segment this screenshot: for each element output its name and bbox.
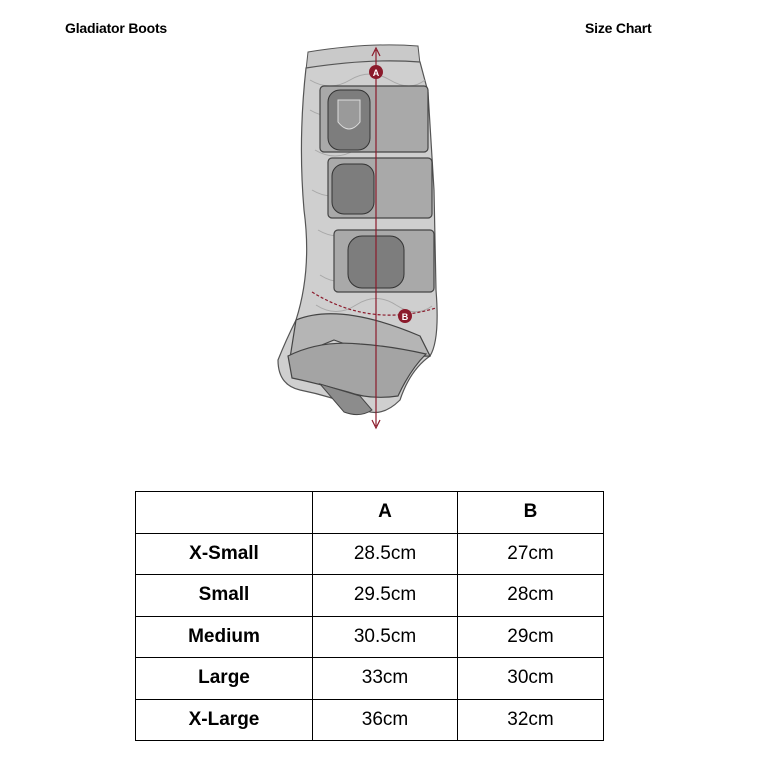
measure-a-value: 29.5cm (312, 574, 458, 617)
strap-2-tab (331, 163, 375, 215)
table-row: Large 33cm 30cm (135, 657, 604, 700)
measure-b-value: 30cm (457, 657, 604, 700)
chart-title: Size Chart (585, 20, 652, 36)
boot-diagram: A B (277, 44, 438, 430)
table-row: X-Large 36cm 32cm (135, 698, 604, 741)
measure-a-value: 28.5cm (312, 532, 458, 575)
size-label: Small (135, 574, 313, 617)
measure-a-value: 30.5cm (312, 615, 458, 658)
column-header-b: B (457, 491, 604, 534)
measure-a-label: A (373, 68, 380, 78)
measure-b-value: 27cm (457, 532, 604, 575)
measure-b-value: 28cm (457, 574, 604, 617)
measure-b-label: B (402, 312, 409, 322)
table-row: Small 29.5cm 28cm (135, 574, 604, 617)
measure-a-arrow-bottom (371, 419, 381, 430)
size-table: A B X-Small 28.5cm 27cm Small 29.5cm 28c… (135, 491, 604, 741)
shield-icon (337, 99, 361, 130)
size-label: Large (135, 657, 313, 700)
table-row: X-Small 28.5cm 27cm (135, 532, 604, 575)
measure-b-badge (398, 309, 412, 323)
column-header-a: A (312, 491, 458, 534)
heel-wrap (318, 383, 373, 416)
table-row: Medium 30.5cm 29cm (135, 615, 604, 658)
size-label: X-Small (135, 532, 313, 575)
size-label: Medium (135, 615, 313, 658)
table-corner-cell (135, 491, 313, 534)
measure-a-value: 33cm (312, 657, 458, 700)
table-header-row: A B (135, 491, 604, 534)
product-title: Gladiator Boots (65, 20, 168, 36)
size-label: X-Large (135, 698, 313, 741)
measure-b-value: 32cm (457, 698, 604, 741)
measure-a-badge (369, 65, 383, 79)
measure-a-arrow-top (371, 46, 381, 57)
measure-a-value: 36cm (312, 698, 458, 741)
measure-b-value: 29cm (457, 615, 604, 658)
